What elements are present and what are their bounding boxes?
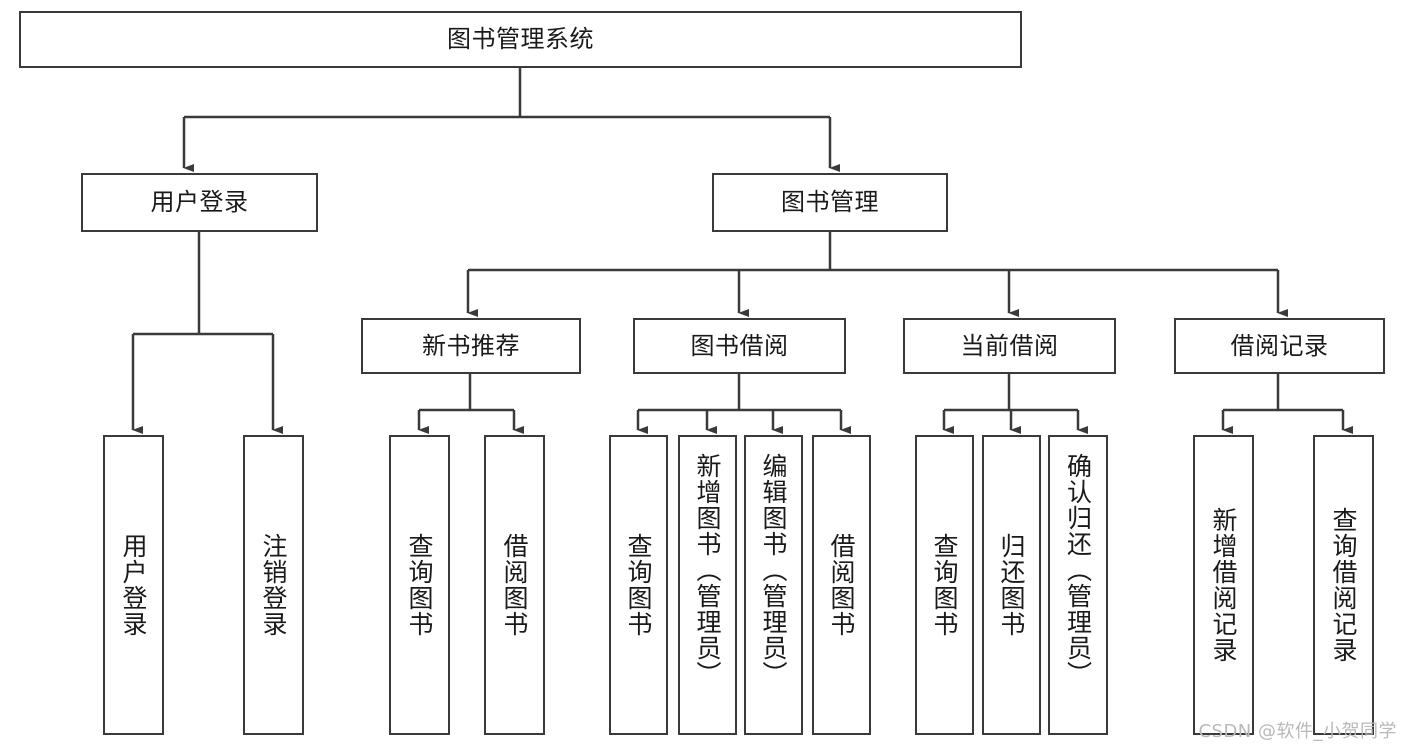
node-leaf-borrow-book-recommend-label: 借阅图书	[500, 533, 529, 637]
node-new-book-recommend-label: 新书推荐	[422, 331, 520, 360]
node-leaf-borrow-book-label: 借阅图书	[827, 533, 856, 637]
node-leaf-add-book-label: 新增图书（管理员）	[693, 453, 722, 687]
node-book-borrow-label: 图书借阅	[690, 331, 789, 360]
node-leaf-query-book-borrow[interactable]: 查询图书	[609, 435, 668, 735]
node-leaf-add-borrow-record-label: 新增借阅记录	[1209, 507, 1238, 663]
node-root-label: 图书管理系统	[447, 25, 594, 54]
node-book-borrow[interactable]: 图书借阅	[633, 318, 846, 374]
node-leaf-user-login[interactable]: 用户登录	[103, 435, 164, 735]
node-new-book-recommend[interactable]: 新书推荐	[361, 318, 581, 374]
node-leaf-query-book-recommend-label: 查询图书	[405, 533, 434, 637]
node-book-management[interactable]: 图书管理	[712, 173, 948, 232]
node-leaf-return-book-label: 归还图书	[997, 533, 1026, 637]
node-leaf-query-book-current-label: 查询图书	[930, 533, 959, 637]
node-leaf-user-logout[interactable]: 注销登录	[243, 435, 304, 735]
node-leaf-confirm-return[interactable]: 确认归还（管理员）	[1048, 435, 1108, 735]
node-leaf-query-book-recommend[interactable]: 查询图书	[389, 435, 450, 735]
node-borrow-record[interactable]: 借阅记录	[1174, 318, 1385, 374]
node-leaf-edit-book[interactable]: 编辑图书（管理员）	[744, 435, 803, 735]
node-leaf-user-login-label: 用户登录	[119, 533, 148, 637]
node-leaf-add-borrow-record[interactable]: 新增借阅记录	[1193, 435, 1254, 735]
node-current-borrow[interactable]: 当前借阅	[903, 318, 1116, 374]
node-leaf-edit-book-label: 编辑图书（管理员）	[759, 453, 788, 687]
node-leaf-user-logout-label: 注销登录	[259, 533, 288, 637]
node-leaf-query-borrow-record-label: 查询借阅记录	[1329, 507, 1358, 663]
node-user-login-label: 用户登录	[150, 188, 249, 217]
node-leaf-query-borrow-record[interactable]: 查询借阅记录	[1313, 435, 1374, 735]
node-book-management-label: 图书管理	[781, 188, 879, 217]
node-leaf-query-book-current[interactable]: 查询图书	[915, 435, 974, 735]
node-current-borrow-label: 当前借阅	[960, 331, 1059, 360]
node-root-book-management-system[interactable]: 图书管理系统	[19, 11, 1022, 68]
node-user-login[interactable]: 用户登录	[81, 173, 318, 232]
node-leaf-query-book-borrow-label: 查询图书	[624, 533, 653, 637]
node-leaf-return-book[interactable]: 归还图书	[982, 435, 1041, 735]
node-leaf-borrow-book[interactable]: 借阅图书	[812, 435, 871, 735]
node-leaf-borrow-book-recommend[interactable]: 借阅图书	[484, 435, 545, 735]
node-leaf-add-book[interactable]: 新增图书（管理员）	[678, 435, 737, 735]
node-leaf-confirm-return-label: 确认归还（管理员）	[1063, 453, 1093, 687]
node-borrow-record-label: 借阅记录	[1230, 331, 1329, 360]
csdn-watermark: CSDN @软件_小贺同学	[1198, 721, 1397, 742]
